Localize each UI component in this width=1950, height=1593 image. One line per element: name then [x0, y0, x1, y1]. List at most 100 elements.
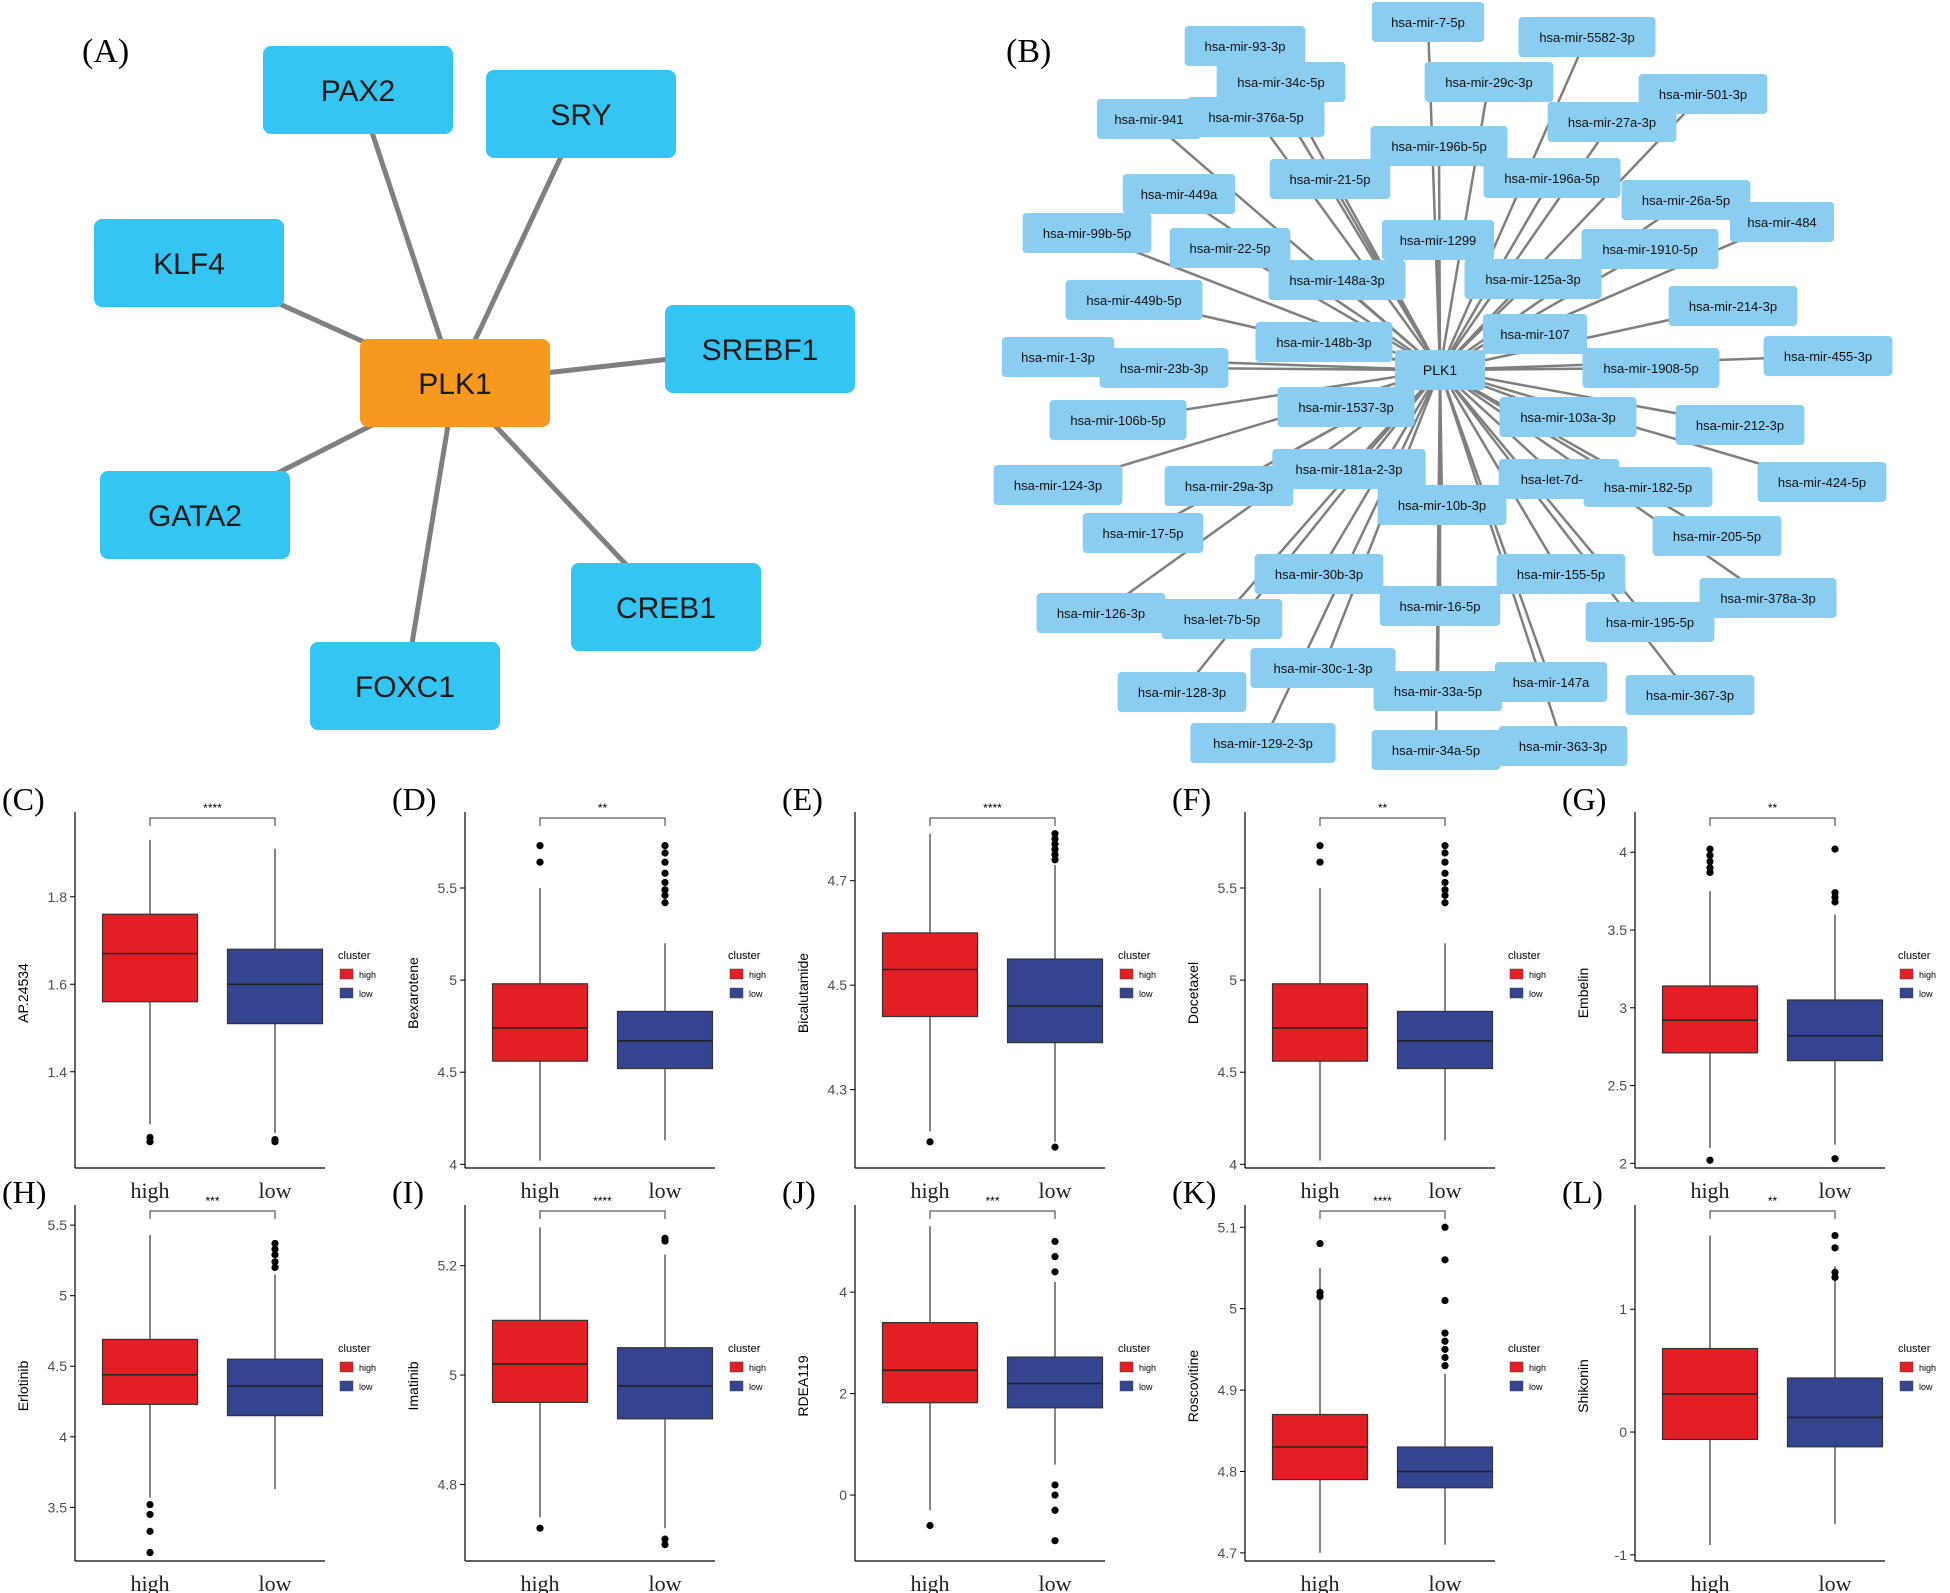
outlier-point	[1051, 845, 1059, 853]
y-tick-label: 4.5	[48, 1358, 68, 1374]
tf-node-label: SREBF1	[702, 334, 819, 367]
mirna-node-label: hsa-mir-941	[1114, 112, 1183, 127]
y-tick-label: 4.5	[1218, 1064, 1238, 1080]
mirna-node	[993, 465, 1123, 505]
box	[226, 1358, 324, 1417]
y-axis-label: Roscovitine	[1185, 1350, 1201, 1423]
box	[101, 913, 199, 1003]
significance-label: **	[1378, 801, 1388, 815]
x-tick-label: low	[259, 1178, 292, 1203]
mirna-node	[1250, 648, 1396, 688]
mirna-node-label: hsa-mir-455-3p	[1784, 349, 1872, 364]
box	[101, 1338, 199, 1405]
significance-bracket	[1709, 1210, 1836, 1219]
edge-a	[402, 382, 458, 687]
mirna-node-label: hsa-mir-99b-5p	[1043, 226, 1131, 241]
outlier-point	[661, 878, 669, 887]
legend-title: cluster	[1508, 1343, 1541, 1355]
outlier-point	[1051, 1143, 1059, 1151]
mirna-node	[1424, 62, 1554, 102]
mirna-node-label: hsa-mir-26a-5p	[1642, 193, 1730, 208]
legend-label: high	[359, 1363, 376, 1373]
legend-title: cluster	[728, 1343, 761, 1355]
outlier-point	[536, 842, 544, 850]
panel-label: (I)	[392, 1174, 424, 1210]
x-tick-label: high	[130, 1178, 169, 1203]
panel-label: (G)	[1562, 781, 1606, 817]
legend-title: cluster	[1118, 950, 1151, 962]
outlier-point	[1051, 1506, 1059, 1514]
y-tick-label: 5.2	[438, 1258, 458, 1274]
mirna-node	[1582, 348, 1720, 388]
mirna-node-label: hsa-mir-1908-5p	[1603, 361, 1698, 376]
y-tick-label: 5.5	[438, 880, 458, 896]
y-tick-label: 1.6	[48, 976, 68, 992]
mirna-node-label: hsa-mir-1-3p	[1021, 350, 1095, 365]
edge-a	[355, 89, 458, 384]
mirna-node	[1117, 672, 1247, 712]
outlier-point	[926, 1138, 934, 1146]
mirna-node-label: hsa-mir-34c-5p	[1237, 75, 1324, 90]
tf-node-label: SRY	[550, 99, 611, 132]
x-tick-label: high	[130, 1571, 169, 1593]
outlier-point	[1441, 1345, 1449, 1353]
outlier-point	[1051, 1237, 1059, 1246]
mirna-node-label: hsa-mir-29a-3p	[1185, 479, 1273, 494]
outlier-point	[1441, 1362, 1449, 1370]
legend-label: high	[749, 1363, 766, 1373]
y-tick-label: 3.5	[48, 1499, 68, 1515]
mirna-node-label: hsa-mir-212-3p	[1696, 418, 1784, 433]
outlier-point	[1441, 849, 1449, 857]
outlier-point	[146, 1548, 154, 1557]
significance-bracket	[539, 817, 666, 826]
mirna-node-label: hsa-mir-1537-3p	[1298, 400, 1393, 415]
legend-swatch	[1899, 1380, 1914, 1392]
mirna-node-label: hsa-mir-126-3p	[1057, 606, 1145, 621]
legend-label: low	[749, 989, 763, 999]
legend-title: cluster	[728, 950, 761, 962]
panel-label: (F)	[1172, 781, 1211, 817]
x-tick-label: high	[1300, 1571, 1339, 1593]
outlier-point	[1316, 842, 1324, 850]
mirna-node-label: hsa-mir-128-3p	[1138, 685, 1226, 700]
y-tick-label: 4.9	[1218, 1382, 1238, 1398]
outlier-point	[1051, 1481, 1059, 1489]
mirna-node-label: hsa-mir-22-5p	[1190, 241, 1271, 256]
y-axis-label: RDEA119	[795, 1355, 811, 1416]
outlier-point	[1051, 835, 1059, 843]
mirna-node-label: hsa-mir-147a	[1513, 675, 1590, 690]
mirna-node-label: hsa-mir-363-3p	[1519, 739, 1607, 754]
y-tick-label: 4	[839, 1284, 847, 1300]
y-tick-label: 1.4	[48, 1064, 68, 1080]
outlier-point	[1831, 1244, 1839, 1252]
legend-swatch	[339, 987, 354, 999]
center-node	[360, 339, 550, 427]
outlier-point	[1441, 842, 1449, 850]
outlier-point	[1441, 878, 1449, 887]
y-tick-label: 5.5	[48, 1217, 68, 1233]
mirna-node-label: hsa-mir-5582-3p	[1539, 30, 1634, 45]
mirna-node	[1049, 400, 1187, 440]
y-tick-label: 4.7	[1218, 1545, 1238, 1561]
mirna-node	[1379, 586, 1501, 626]
significance-label: ***	[985, 1194, 999, 1208]
x-tick-label: high	[1690, 1178, 1729, 1203]
mirna-node-label: hsa-let-7d-5p	[1521, 472, 1598, 487]
legend-swatch	[1119, 968, 1134, 980]
mirna-node-label: hsa-mir-124-3p	[1014, 478, 1102, 493]
outlier-point	[661, 886, 669, 894]
y-tick-label: 4.5	[828, 977, 848, 993]
x-tick-label: low	[1039, 1178, 1072, 1203]
edge-a	[452, 112, 584, 385]
mirna-node-label: hsa-mir-196b-5p	[1391, 139, 1486, 154]
box	[1006, 958, 1104, 1044]
legend-label: low	[1139, 1382, 1153, 1392]
box	[881, 1321, 979, 1404]
significance-bracket	[929, 1210, 1056, 1219]
legend-label: low	[1139, 989, 1153, 999]
legend-swatch	[729, 1380, 744, 1392]
legend-label: low	[749, 1382, 763, 1392]
mirna-node	[1190, 723, 1336, 763]
